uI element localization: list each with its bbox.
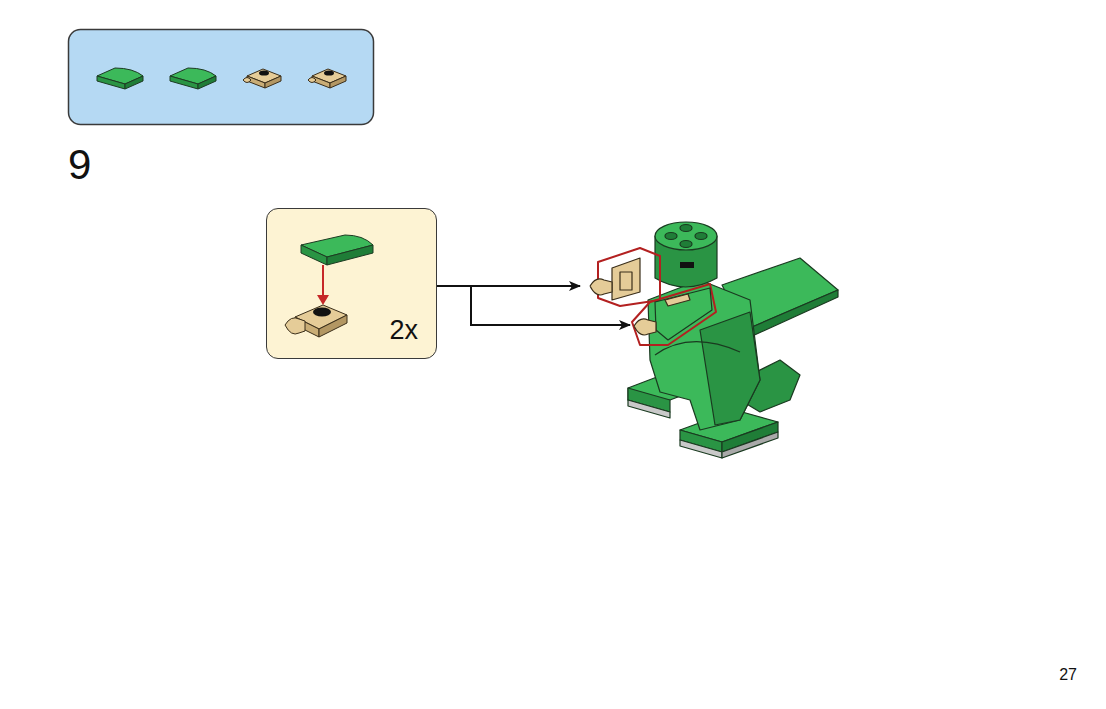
dinosaur-model [590, 222, 838, 458]
quantity-label: 2x [389, 317, 418, 344]
parts-panel [69, 30, 374, 125]
step-number: 9 [68, 144, 91, 186]
page-number: 27 [1059, 667, 1077, 683]
callout-box: 2x [266, 208, 437, 359]
